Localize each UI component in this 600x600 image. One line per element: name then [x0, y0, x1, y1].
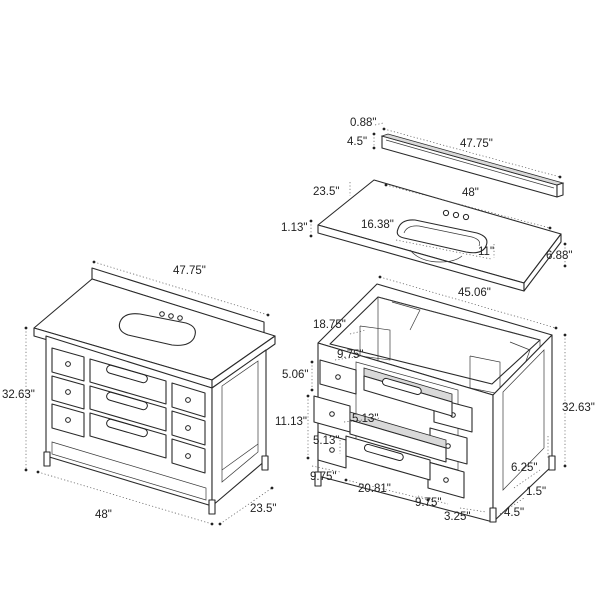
bottom-drawer-width-label: 9.75" — [415, 497, 441, 509]
assembled-depth-label: 23.5" — [250, 503, 276, 515]
drawer-box-depth-label: 18.75" — [313, 319, 346, 331]
assembled-splash-width-label: 47.75" — [173, 265, 206, 277]
sink-height-label: 6.88" — [546, 250, 572, 262]
assembled-dimension-lines — [24, 260, 274, 526]
center-drawer-height-b-label: 5.13" — [313, 435, 339, 447]
assembled-height-label: 32.63" — [2, 389, 35, 401]
shelf-height-label: 6.25" — [511, 462, 537, 474]
cabinet-height-right-label: 32.63" — [562, 402, 595, 414]
top-width-label: 48" — [462, 187, 479, 199]
leg-width-label: 1.5" — [526, 486, 546, 498]
splash-height-label: 4.5" — [347, 136, 367, 148]
assembled-vanity — [33, 267, 276, 515]
top-depth-label: 23.5" — [313, 186, 339, 198]
cabinet-frame — [313, 283, 556, 523]
center-drawer-width-label: 20.81" — [358, 483, 391, 495]
countertop-dimension-lines — [309, 182, 567, 268]
cabinet-width-label: 45.06" — [458, 287, 491, 299]
backsplash-dimension-lines — [372, 122, 562, 179]
splash-width-label: 47.75" — [460, 138, 493, 150]
center-drawer-height-a-label: 5.13" — [352, 413, 378, 425]
small-drawer-height-label: 5.06" — [282, 369, 308, 381]
backsplash-piece — [380, 133, 565, 198]
toe-width-label: 3.25" — [444, 511, 470, 523]
sink-width-label: 16.38" — [361, 219, 394, 231]
small-drawer-width-label: 9.75" — [337, 349, 363, 361]
side-opening-label: 11.13" — [275, 416, 307, 428]
cabinet-dimension-lines — [306, 275, 567, 515]
top-thickness-label: 1.13" — [281, 222, 307, 234]
sink-depth-label: 11" — [478, 246, 494, 258]
splash-thickness-label: 0.88" — [350, 117, 376, 129]
countertop-piece — [317, 179, 562, 292]
bottom-drawer-width-b-label: 9.75" — [310, 471, 336, 483]
assembled-width-label: 48" — [95, 509, 112, 521]
toe-depth-label: 4.5" — [504, 507, 524, 519]
